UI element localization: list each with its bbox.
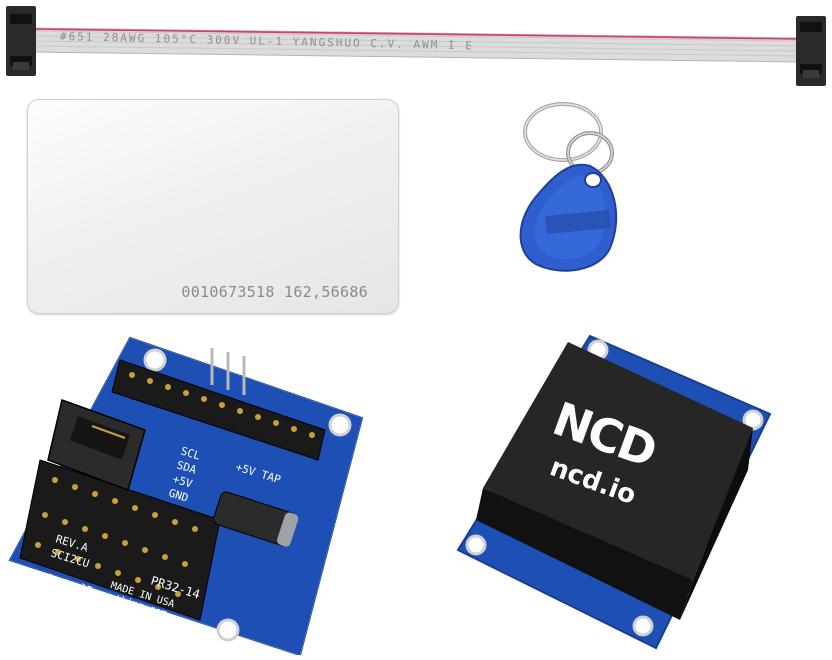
label-5v: +5V — [171, 472, 194, 490]
breakout-board-graphic: SCL SDA +5V GND +5V TAP REV.A SCI2CU PR3… — [8, 336, 364, 657]
rfid-key-fob — [505, 98, 635, 278]
ribbon-cable: #651 28AWG 105°C 300V UL-1 YANGSHUO C.V.… — [0, 0, 832, 90]
label-gnd: GND — [167, 486, 190, 504]
ncd-module-graphic: NCD ncd.io — [456, 334, 772, 650]
key-fob-graphic — [519, 102, 618, 272]
ribbon-cable-graphic — [6, 6, 826, 86]
card-number: 0010673518 162,56686 — [181, 283, 368, 301]
rfid-card: 0010673518 162,56686 — [27, 99, 399, 314]
i2c-breakout-board: SCL SDA +5V GND +5V TAP REV.A SCI2CU PR3… — [0, 330, 370, 657]
ncd-module: NCD ncd.io — [448, 330, 778, 650]
label-sda: SDA — [175, 458, 198, 476]
label-scl: SCL — [179, 444, 202, 462]
